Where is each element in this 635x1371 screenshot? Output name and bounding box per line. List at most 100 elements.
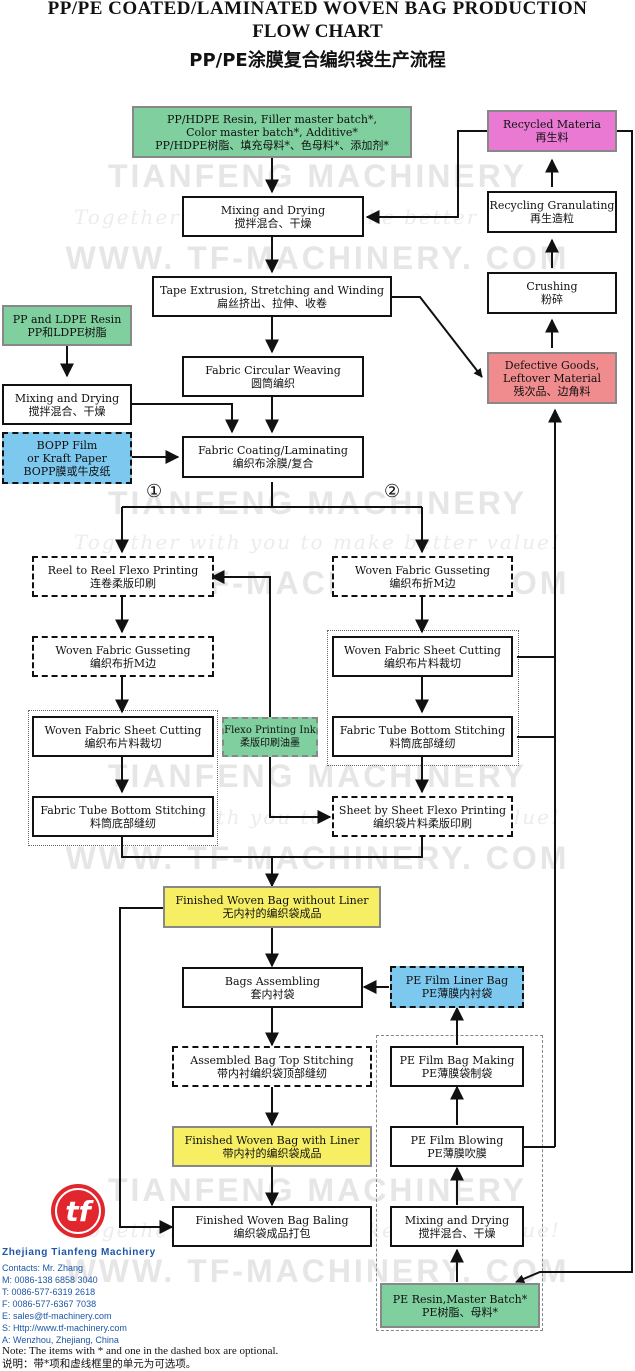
watermark-brand: TIANFENG MACHINERY (107, 485, 528, 521)
node-label-en: BOPP Film or Kraft Paper (27, 438, 107, 465)
node-bopp-film: BOPP Film or Kraft Paper BOPP膜或牛皮纸 (2, 432, 132, 484)
node-bottom-stitching-left: Fabric Tube Bottom Stitching 料筒底部缝纫 (32, 796, 214, 837)
node-label-en: Sheet by Sheet Flexo Printing (338, 803, 507, 817)
title-line-2: FLOW CHART (252, 21, 383, 42)
node-gusseting-right: Woven Fabric Gusseting 编织布折M边 (332, 556, 513, 597)
node-label-cn: BOPP膜或牛皮纸 (23, 464, 111, 478)
node-label-en: Woven Fabric Gusseting (55, 643, 191, 657)
node-label-cn: 残次品、边角料 (513, 384, 591, 398)
node-label-en: PE Film Bag Making (399, 1053, 515, 1067)
contact-website[interactable]: S: Http://www.tf-machinery.com (2, 1323, 127, 1333)
node-sheet-cutting-right: Woven Fabric Sheet Cutting 编织布片料裁切 (332, 636, 513, 677)
node-bags-assembling: Bags Assembling 套内衬袋 (182, 967, 363, 1008)
node-circular-weaving: Fabric Circular Weaving 圆筒编织 (182, 356, 364, 397)
node-pe-film-blowing: PE Film Blowing PE薄膜吹膜 (390, 1126, 524, 1167)
node-label-cn: 圆筒编织 (251, 376, 295, 390)
contact-address: A: Wenzhou, Zhejiang, China (2, 1335, 119, 1345)
node-label-cn: 粉碎 (541, 293, 563, 306)
watermark-url: WWW. TF-MACHINERY. COM (65, 240, 570, 276)
node-label-cn: 带内衬编织袋顶部缝纫 (217, 1066, 327, 1080)
node-tape-extrusion: Tape Extrusion, Stretching and Winding 扁… (152, 276, 392, 317)
watermark-slogan: Together with you to make better value! (74, 530, 561, 554)
node-reel-flexo-printing: Reel to Reel Flexo Printing 连卷柔版印刷 (32, 556, 214, 597)
company-name: Zhejiang Tianfeng Machinery (2, 1247, 156, 1258)
node-label-cn: 搅拌混合、干燥 (418, 1226, 496, 1240)
node-label-en: Finished Woven Bag with Liner (184, 1133, 360, 1147)
node-label-en: Woven Fabric Gusseting (354, 563, 491, 577)
node-bottom-stitching-right: Fabric Tube Bottom Stitching 料筒底部缝纫 (332, 716, 513, 757)
node-label-en: Recycled Materia (503, 118, 601, 131)
contact-fax: F: 0086-577-6367 7038 (2, 1299, 97, 1309)
node-sheet-flexo-printing: Sheet by Sheet Flexo Printing 编织袋片料柔版印刷 (332, 796, 513, 837)
node-label-cn: PE薄膜吹膜 (427, 1146, 487, 1160)
node-finished-without-liner: Finished Woven Bag without Liner 无内衬的编织袋… (163, 886, 381, 928)
node-pe-bag-making: PE Film Bag Making PE薄膜袋制袋 (390, 1046, 524, 1087)
contact-telephone: T: 0086-577-6319 2618 (2, 1287, 96, 1297)
node-label-cn: 编织布涂膜/复合 (232, 457, 314, 470)
note-english: Note: The items with * and one in the da… (2, 1345, 279, 1357)
node-label-en: Flexo Printing Ink (224, 725, 316, 736)
node-label-cn: PP和LDPE树脂 (27, 325, 107, 339)
watermark-brand: TIANFENG MACHINERY (107, 158, 528, 194)
node-label-cn: 料筒底部缝纫 (90, 816, 156, 830)
node-defective-goods: Defective Goods, Leftover Material 残次品、边… (487, 352, 617, 404)
node-label-cn: 套内衬袋 (250, 987, 295, 1001)
node-label-cn: 搅拌混合、干燥 (234, 216, 312, 230)
optional-group-pe-liner (376, 1035, 543, 1331)
node-recycled-material: Recycled Materia 再生料 (487, 110, 617, 152)
node-finished-with-liner: Finished Woven Bag with Liner 带内衬的编织袋成品 (172, 1126, 372, 1167)
node-label-cn: PP/HDPE树脂、填充母料*、色母料*、添加剂* (155, 138, 389, 152)
node-label-cn: 编织袋片料柔版印刷 (373, 816, 472, 830)
title-line-1: PP/PE COATED/LAMINATED WOVEN BAG PRODUCT… (47, 0, 588, 19)
node-pe-liner-bag: PE Film Liner Bag PE薄膜内衬袋 (390, 966, 524, 1008)
node-label-cn: PE树脂、母料* (422, 1305, 498, 1319)
node-label-en: PE Film Blowing (410, 1133, 504, 1147)
node-sheet-cutting-left: Woven Fabric Sheet Cutting 编织布片料裁切 (32, 716, 214, 757)
node-mixing-drying-1: Mixing and Drying 搅拌混合、干燥 (182, 196, 364, 237)
node-label-en: Mixing and Drying (220, 203, 326, 217)
node-label-en: Mixing and Drying (14, 391, 120, 405)
contact-email[interactable]: E: sales@tf-machinery.com (2, 1311, 112, 1321)
node-label-en: Crushing (526, 280, 578, 293)
contact-person: Contacts: Mr. Zhang (2, 1263, 84, 1273)
node-label-cn: 料筒底部缝纫 (389, 736, 456, 750)
node-label-en: Reel to Reel Flexo Printing (47, 563, 199, 577)
node-crushing: Crushing 粉碎 (487, 272, 617, 314)
node-mixing-drying-2: Mixing and Drying 搅拌混合、干燥 (2, 384, 132, 425)
node-recycling-granulating: Recycling Granulating 再生造粒 (487, 191, 617, 233)
node-label-cn: 再生料 (535, 131, 569, 144)
node-flexo-ink: Flexo Printing Ink 柔版印刷油墨 (222, 717, 318, 757)
node-label-cn: 无内衬的编织袋成品 (222, 907, 322, 920)
node-pp-ldpe-resin: PP and LDPE Resin PP和LDPE树脂 (2, 305, 132, 346)
node-label-cn: 搅拌混合、干燥 (28, 404, 106, 418)
node-top-stitching: Assembled Bag Top Stitching 带内衬编织袋顶部缝纫 (172, 1046, 372, 1087)
node-label-cn: 编织布折M边 (89, 656, 157, 670)
node-label-cn: PE薄膜内衬袋 (421, 987, 493, 1000)
node-label-cn: 编织布片料裁切 (384, 656, 461, 670)
node-label-en: Fabric Tube Bottom Stitching (339, 723, 506, 737)
watermark-brand: TIANFENG MACHINERY (107, 758, 528, 794)
node-label-en: Fabric Tube Bottom Stitching (40, 803, 206, 817)
node-label-cn: 编织袋成品打包 (233, 1226, 311, 1240)
node-label-cn: 扁丝挤出、拉伸、收卷 (217, 296, 327, 310)
branch-marker-2: ② (384, 481, 401, 502)
node-label-cn: 再生造粒 (530, 212, 574, 225)
node-label-cn: 连卷柔版印刷 (90, 576, 156, 590)
node-label-en: Fabric Circular Weaving (205, 363, 341, 377)
node-label-en: PE Film Liner Bag (405, 974, 509, 987)
node-label-en: PE Resin,Master Batch* (392, 1292, 528, 1306)
node-label-en: Woven Fabric Sheet Cutting (344, 643, 501, 657)
node-label-en: PP and LDPE Resin (12, 312, 122, 326)
node-label-en: Mixing and Drying (404, 1213, 510, 1227)
node-label-en: Assembled Bag Top Stitching (190, 1053, 354, 1067)
node-label-cn: PE薄膜袋制袋 (421, 1066, 493, 1080)
node-label-en: Finished Woven Bag without Liner (175, 894, 369, 907)
node-gusseting-left: Woven Fabric Gusseting 编织布折M边 (32, 636, 214, 677)
node-label-en: Fabric Coating/Laminating (198, 444, 348, 457)
node-label-en: Recycling Granulating (489, 199, 615, 212)
node-label-cn: 编织布片料裁切 (84, 736, 162, 750)
branch-marker-1: ① (146, 481, 163, 502)
node-label-cn: 带内衬的编织袋成品 (222, 1146, 322, 1160)
